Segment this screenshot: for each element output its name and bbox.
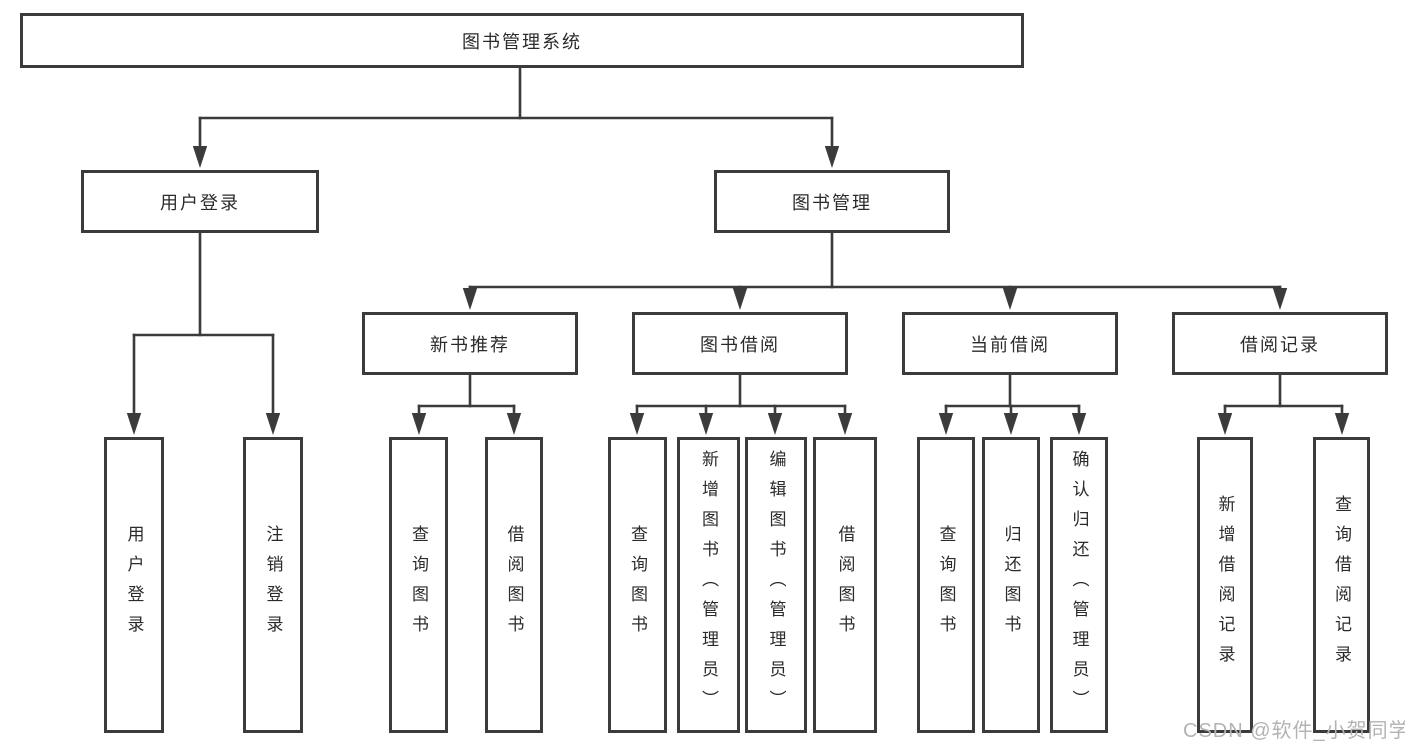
- node-leaf-edit-book-admin: 编辑图书（管理员）: [745, 437, 807, 733]
- node-leaf-return-book: 归还图书: [982, 437, 1040, 733]
- node-label: 借阅图书: [835, 525, 855, 645]
- node-current-borrow: 当前借阅: [902, 312, 1118, 375]
- node-new-book-recommend: 新书推荐: [362, 312, 578, 375]
- node-label: 查询图书: [409, 525, 428, 645]
- connector: [411, 371, 522, 435]
- node-label: 借阅记录: [1240, 334, 1320, 355]
- node-leaf-logout: 注销登录: [243, 437, 303, 733]
- watermark: CSDN @软件_小贺同学: [1183, 720, 1405, 742]
- node-label: 新书推荐: [430, 334, 510, 355]
- node-label: 编辑图书（管理员）: [766, 450, 786, 720]
- node-leaf-add-borrow-record: 新增借阅记录: [1197, 437, 1253, 733]
- node-label: 用户登录: [124, 525, 144, 645]
- node-leaf-add-book-admin: 新增图书（管理员）: [677, 437, 740, 733]
- node-leaf-query-borrow-record: 查询借阅记录: [1313, 437, 1370, 733]
- connector: [1217, 371, 1350, 435]
- node-label: 图书管理: [792, 192, 872, 213]
- node-label: 图书借阅: [700, 334, 780, 355]
- node-label: 确认归还（管理员）: [1069, 450, 1089, 720]
- connector: [938, 371, 1087, 435]
- node-label: 借阅图书: [504, 525, 524, 645]
- node-label: 图书管理系统: [462, 31, 582, 52]
- node-root: 图书管理系统: [20, 13, 1024, 68]
- node-book-borrow: 图书借阅: [632, 312, 848, 375]
- node-label: 新增借阅记录: [1215, 495, 1235, 675]
- node-label: 用户登录: [160, 192, 240, 213]
- node-label: 查询借阅记录: [1332, 495, 1351, 675]
- connector: [192, 64, 840, 168]
- node-leaf-user-login: 用户登录: [104, 437, 164, 733]
- connector: [126, 229, 281, 435]
- node-book-management: 图书管理: [714, 170, 950, 233]
- connector: [462, 229, 1288, 310]
- node-leaf-query-book-recommend: 查询图书: [389, 437, 448, 733]
- node-leaf-query-book-borrow: 查询图书: [608, 437, 667, 733]
- node-label: 查询图书: [936, 525, 956, 645]
- node-leaf-query-book-current: 查询图书: [917, 437, 975, 733]
- node-user-login: 用户登录: [81, 170, 319, 233]
- connector: [629, 371, 853, 435]
- node-label: 查询图书: [628, 525, 647, 645]
- node-leaf-confirm-return-admin: 确认归还（管理员）: [1050, 437, 1108, 733]
- node-leaf-borrow-book-borrow: 借阅图书: [813, 437, 877, 733]
- node-label: 归还图书: [1001, 525, 1021, 645]
- node-borrow-records: 借阅记录: [1172, 312, 1388, 375]
- node-label: 当前借阅: [970, 334, 1050, 355]
- node-label: 注销登录: [263, 525, 283, 645]
- node-leaf-borrow-book-recommend: 借阅图书: [485, 437, 543, 733]
- node-label: 新增图书（管理员）: [699, 450, 718, 720]
